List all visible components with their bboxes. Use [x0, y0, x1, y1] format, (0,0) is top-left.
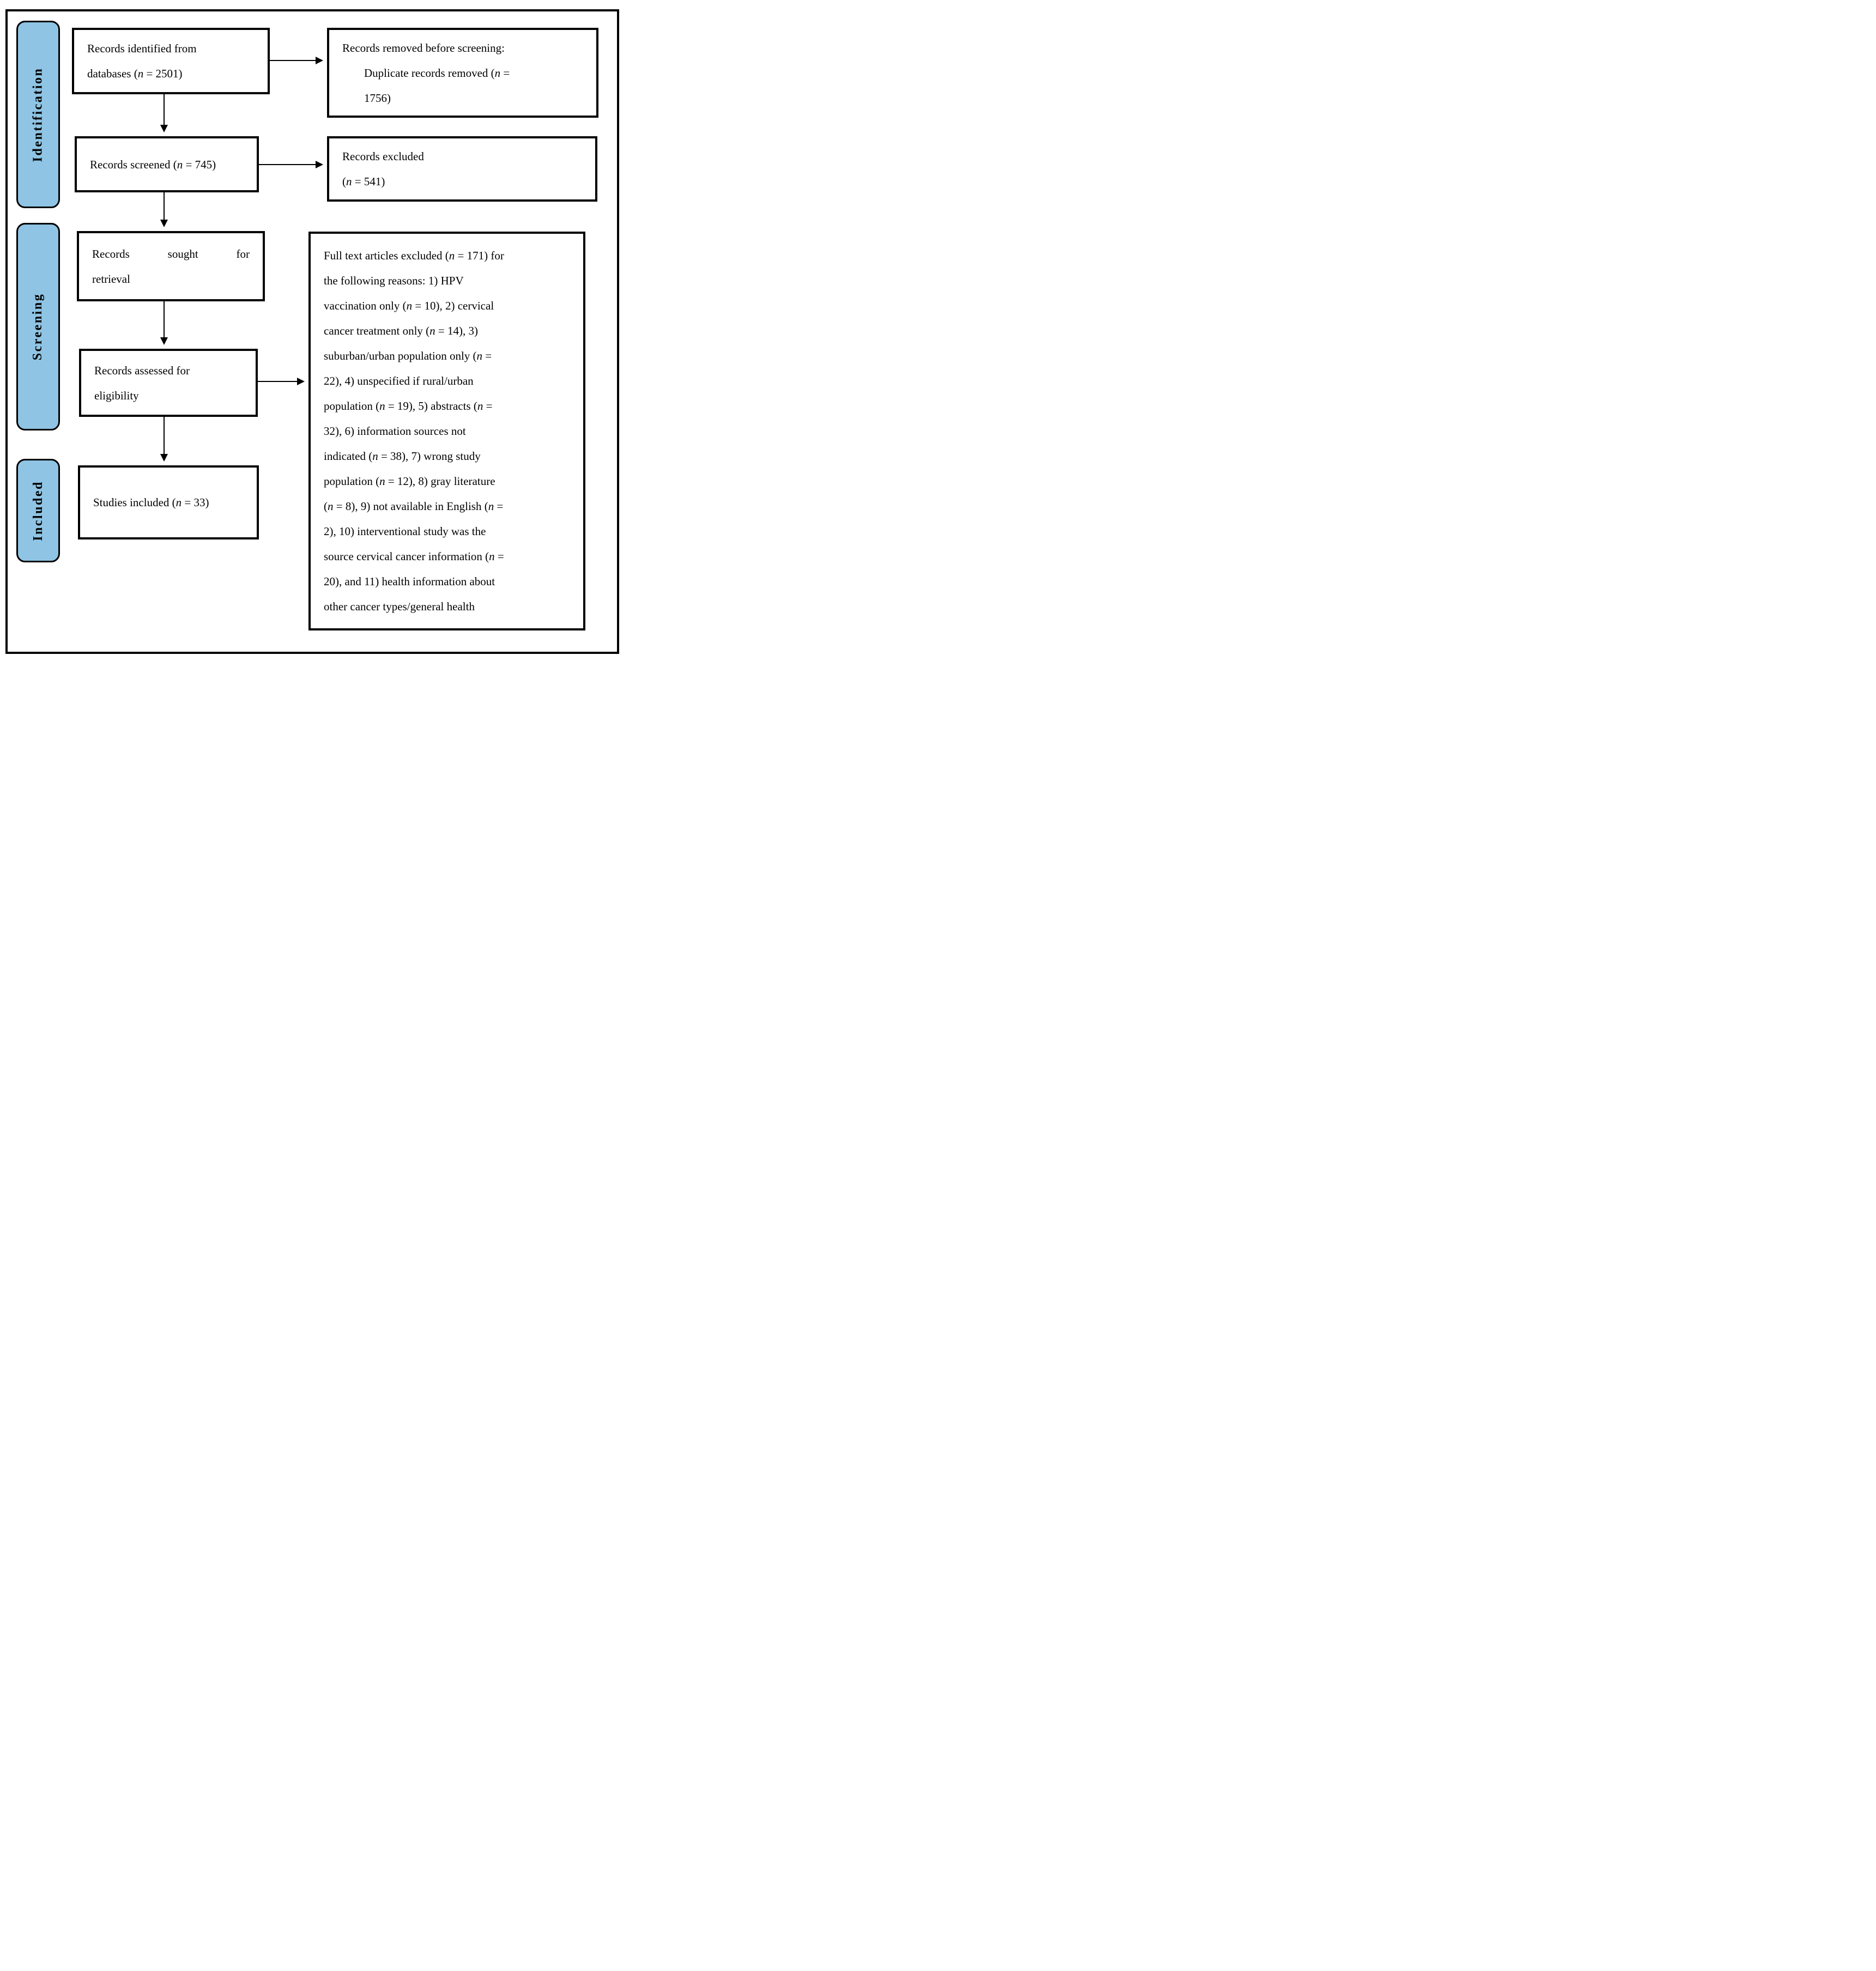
- box-records-assessed: Records assessed for eligibility: [79, 349, 258, 417]
- arrow-identified-to-screened: [160, 94, 168, 132]
- box-studies-included-text: Studies included (n = 33): [93, 496, 209, 509]
- stage-screening: Screening: [16, 223, 60, 430]
- box-records-identified-text: Records identified from databases (n = 2…: [87, 42, 197, 80]
- stage-included: Included: [16, 459, 60, 562]
- box-records-sought-line2: retrieval: [92, 272, 130, 286]
- arrow-identified-to-removed: [270, 56, 323, 64]
- box-studies-included: Studies included (n = 33): [78, 465, 259, 539]
- arrow-sought-to-assessed: [160, 301, 168, 345]
- box-records-removed-title: Records removed before screening:: [342, 41, 505, 54]
- box-records-removed: Records removed before screening: Duplic…: [327, 28, 598, 118]
- arrow-assessed-to-included: [160, 417, 168, 462]
- box-fulltext-excluded-text: Full text articles excluded (n = 171) fo…: [324, 249, 504, 613]
- stage-included-label: Included: [31, 480, 45, 541]
- stage-screening-label: Screening: [31, 293, 45, 361]
- diagram-outer-frame: [5, 9, 619, 654]
- prisma-flow-diagram: Identification Screening Included Record…: [0, 0, 625, 657]
- box-records-identified: Records identified from databases (n = 2…: [72, 28, 270, 94]
- box-records-sought-line1: Records sought for: [92, 247, 250, 260]
- box-fulltext-excluded: Full text articles excluded (n = 171) fo…: [308, 232, 585, 630]
- box-records-sought: Records sought for retrieval: [77, 231, 265, 301]
- arrow-assessed-to-fulltext: [258, 377, 305, 385]
- box-records-removed-detail: Duplicate records removed (n = 1756): [364, 66, 510, 105]
- box-records-screened-text: Records screened (n = 745): [90, 157, 216, 171]
- stage-identification: Identification: [16, 21, 60, 208]
- stage-identification-label: Identification: [31, 67, 45, 162]
- arrow-screened-to-excluded: [259, 160, 323, 168]
- box-records-screened: Records screened (n = 745): [75, 136, 259, 192]
- box-records-excluded: Records excluded (n = 541): [327, 136, 597, 202]
- box-records-excluded-text: Records excluded (n = 541): [342, 150, 424, 188]
- arrow-screened-to-sought: [160, 192, 168, 227]
- box-records-assessed-text: Records assessed for eligibility: [94, 363, 190, 402]
